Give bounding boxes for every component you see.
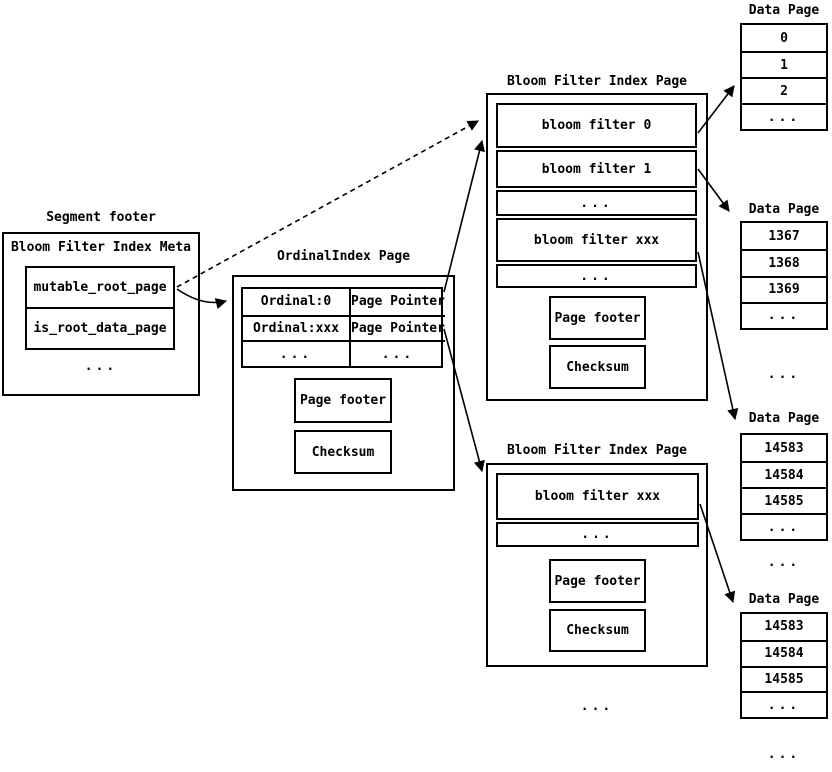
data-page-cell: 1367 [768, 228, 800, 244]
segment-footer-title: Segment footer [46, 210, 156, 225]
data-page-cell: 14583 [764, 619, 804, 635]
data-page-title: Data Page [748, 202, 820, 217]
bloom-filter-cell-ellipsis: ... [496, 522, 699, 547]
bloom-filter-cell: bloom filter 0 [496, 103, 697, 148]
bloom-bottom-page-footer-box: Page footer [549, 559, 646, 603]
segment-footer-ellipsis: ... [84, 359, 118, 374]
data-page-title: Data Page [748, 3, 820, 18]
segment-footer-fields-box: mutable_root_page is_root_data_page [25, 266, 175, 350]
arrow-pointer1-to-bloom-top [443, 139, 485, 293]
mutable-root-page-field: mutable_root_page [33, 280, 167, 295]
bloom-bottom-checksum-box: Checksum [549, 609, 646, 652]
bloom-filter-cell-ellipsis: ... [496, 190, 697, 216]
data-page-box: 14583 14584 14585 ... [740, 433, 828, 541]
data-page-title: Data Page [748, 411, 820, 426]
data-pages-ellipsis: ... [767, 747, 801, 762]
ordinal-index-page-title: OrdinalIndex Page [276, 249, 411, 264]
data-page-cell-ellipsis: ... [742, 103, 826, 129]
data-page-cell: 2 [742, 77, 826, 103]
data-pages-ellipsis: ... [767, 367, 801, 382]
data-page-cell: 14584 [742, 639, 826, 666]
page-pointer-cell: Page Pointer [349, 289, 445, 315]
data-page-box: 0 1 2 ... [740, 23, 828, 131]
data-page-title: Data Page [748, 592, 820, 607]
page-pointer-cell-ellipsis: ... [349, 340, 445, 366]
data-page-cell: 14585 [742, 487, 826, 513]
data-page-cell-ellipsis: ... [742, 691, 826, 717]
bloom-filter-cell: bloom filter 1 [496, 150, 697, 188]
data-page-cell: 1369 [742, 275, 826, 302]
data-pages-ellipsis: ... [767, 555, 801, 570]
ordinal-cell: Ordinal:xxx [243, 314, 349, 341]
ordinal-pointer-table: Ordinal:0 Page Pointer Ordinal:xxx Page … [241, 287, 445, 368]
data-page-box: 1367 1368 1369 ... [740, 221, 828, 330]
bloom-filter-index-page-top-title: Bloom Filter Index Page [506, 74, 687, 89]
bloom-pages-ellipsis: ... [580, 699, 614, 714]
ordinal-checksum-box: Checksum [294, 430, 392, 474]
bloom-filter-cell: bloom filter xxx [496, 473, 699, 520]
data-page-cell: 1 [742, 51, 826, 77]
ordinal-cell-ellipsis: ... [243, 340, 349, 366]
ordinal-cell: Ordinal:0 [260, 294, 332, 310]
data-page-cell: 1368 [742, 249, 826, 275]
data-page-box: 14583 14584 14585 ... [740, 612, 828, 719]
ordinal-page-footer-box: Page footer [294, 378, 392, 423]
bloom-top-checksum-box: Checksum [549, 345, 646, 389]
data-page-cell: 14585 [742, 665, 826, 692]
data-page-cell: 14584 [742, 461, 826, 487]
bloom-filter-cell-ellipsis: ... [496, 264, 697, 288]
bloom-top-page-footer-box: Page footer [549, 296, 646, 340]
bloom-filter-index-meta-label: Bloom Filter Index Meta [10, 240, 191, 255]
page-pointer-cell: Page Pointer [349, 314, 445, 341]
data-page-cell-ellipsis: ... [742, 301, 826, 328]
data-page-cell: 0 [780, 30, 788, 46]
data-page-cell-ellipsis: ... [742, 513, 826, 539]
data-page-cell: 14583 [764, 440, 804, 456]
bloom-filter-cell: bloom filter xxx [496, 218, 697, 262]
bloom-filter-index-page-bottom-title: Bloom Filter Index Page [506, 443, 687, 458]
is-root-data-page-field: is_root_data_page [27, 307, 173, 348]
